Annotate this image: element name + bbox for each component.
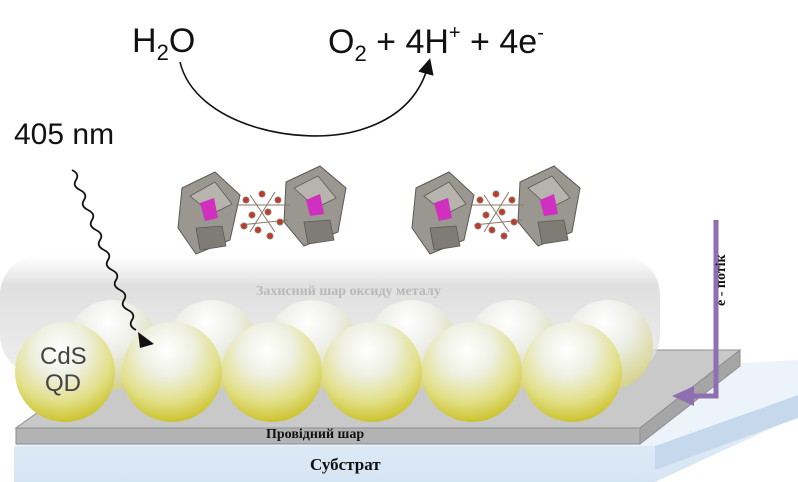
qd-label: QD — [45, 370, 81, 397]
cds-label: CdS — [40, 343, 87, 370]
conductive-layer-label: Провідний шар — [266, 427, 365, 442]
light-wavelength-label: 405 nm — [14, 118, 115, 151]
catalyst-molecule-right — [411, 165, 581, 255]
quantum-dot — [422, 322, 522, 422]
light-wave-arrow — [71, 169, 137, 331]
protective-layer-label: Захисний шар оксиду металу — [256, 284, 441, 299]
products-label: O2 + 4H+ + 4e- — [328, 22, 544, 66]
electron-flow-arrow — [672, 220, 719, 406]
quantum-dot-labeled — [15, 322, 115, 422]
light-arrow-head — [138, 332, 154, 348]
quantum-dot — [522, 322, 622, 422]
reactant-label: H2O — [132, 22, 196, 65]
quantum-dot — [122, 322, 222, 422]
quantum-dot — [222, 322, 322, 422]
electron-flow-label: e - потік — [714, 254, 729, 306]
quantum-dot — [322, 322, 422, 422]
qd-front-row — [15, 322, 622, 422]
catalyst-molecule-left — [177, 165, 347, 255]
reaction-arrow — [179, 58, 434, 137]
substrate-label: Субстрат — [310, 455, 381, 474]
